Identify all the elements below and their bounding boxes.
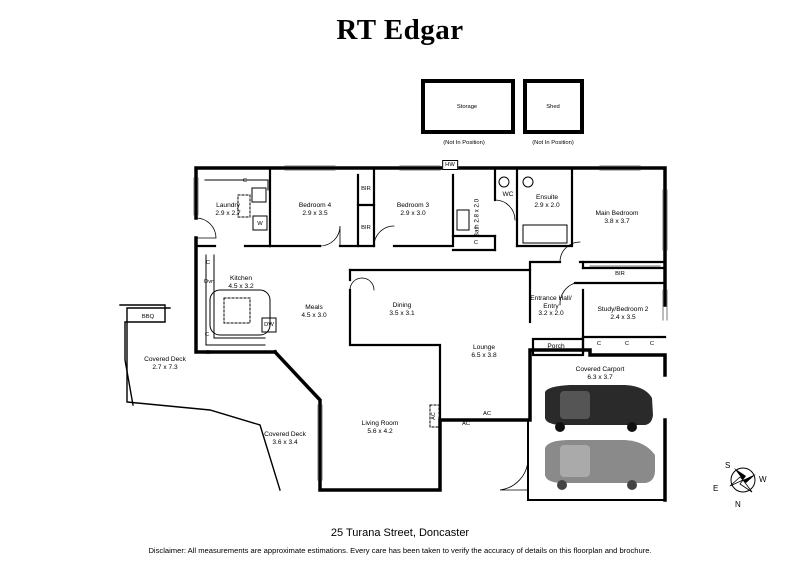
ensuite-label: Ensuite 2.9 x 2.0 (534, 194, 559, 210)
compass-icon (708, 458, 768, 518)
compass-w: W (759, 475, 767, 484)
kitchen-cupboard-top: C (205, 260, 211, 266)
wc-label: WC (502, 191, 514, 198)
study-cupboard-3: C (649, 341, 655, 347)
bedroom3-size: 2.9 x 3.0 (400, 210, 426, 217)
kitchen-benches (205, 254, 277, 346)
deck1-size: 2.7 x 7.3 (152, 364, 178, 371)
lounge-label: Lounge 6.5 x 3.8 (471, 344, 496, 360)
deck2-label: Covered Deck 3.6 x 3.4 (264, 431, 306, 447)
porch-label: Porch (547, 343, 565, 350)
bir-label-bed3b: BIR (361, 225, 371, 231)
bath-label: Bath 2.8 x 2.0 (474, 199, 481, 237)
deck1-label: Covered Deck 2.7 x 7.3 (144, 356, 186, 372)
shed-outline (523, 79, 584, 134)
compass-e: E (713, 484, 719, 493)
main-bedroom-size: 3.8 x 3.7 (604, 218, 630, 225)
bath-size: 2.8 x 2.0 (473, 198, 481, 223)
study-cupboard-2: C (624, 341, 630, 347)
disclaimer-text: Disclaimer: All measurements are approxi… (148, 546, 652, 555)
deck2-size: 3.6 x 3.4 (272, 439, 298, 446)
carport-size: 6.3 x 3.7 (587, 374, 613, 381)
study-name: Study/Bedroom 2 (597, 306, 649, 313)
carport-label: Covered Carport 6.3 x 3.7 (576, 366, 625, 382)
laundry-cupboard-label: C (242, 178, 248, 184)
dining-label: Dining 3.5 x 3.1 (389, 302, 414, 318)
shed-label: Shed (546, 104, 560, 110)
dining-name: Dining (392, 302, 412, 309)
bir-label-bed3: BIR (361, 186, 371, 192)
shed-note: (Not In Position) (532, 140, 574, 146)
living-label: Living Room 5.6 x 4.2 (362, 420, 399, 436)
carport-name: Covered Carport (575, 366, 625, 373)
kitchen-label: Kitchen 4.5 x 3.2 (228, 275, 253, 291)
meals-size: 4.5 x 3.0 (301, 312, 327, 319)
laundry-label: Laundry 2.9 x 2.7 (215, 202, 240, 218)
interior-walls (194, 166, 667, 422)
ac-units (429, 404, 481, 428)
bbq-label: BBQ (141, 314, 155, 320)
hw-label: HW (442, 160, 458, 170)
main-bedroom-label: Main Bedroom 3.8 x 3.7 (596, 210, 639, 226)
main-bedroom-name: Main Bedroom (595, 210, 639, 217)
compass-n: N (735, 500, 741, 509)
car-black-icon (545, 385, 653, 432)
decks (119, 304, 301, 491)
entrance-size: 3.2 x 2.0 (538, 309, 564, 317)
oven-label: Ovn (203, 279, 215, 285)
bath-cupboard-label: C (473, 240, 479, 246)
ensuite-size: 2.9 x 2.0 (534, 202, 560, 209)
living-size: 5.6 x 4.2 (367, 428, 393, 435)
bedroom4-size: 2.9 x 3.5 (302, 210, 328, 217)
car-grey-icon (545, 440, 655, 490)
washer-label: W (257, 221, 263, 227)
living-name: Living Room (361, 420, 399, 427)
ac-label-1: AC (461, 421, 471, 427)
compass-s: S (725, 461, 731, 470)
kitchen-name: Kitchen (229, 275, 252, 282)
ac-label-3: AC (431, 412, 437, 420)
storage-label: Storage (456, 104, 478, 110)
property-address: 25 Turana Street, Doncaster (330, 527, 470, 539)
laundry-name: Laundry (216, 202, 240, 209)
kitchen-cupboard-bottom: C (204, 332, 210, 338)
entrance-label: Entrance Hall/ Entry 3.2 x 2.0 (528, 295, 574, 318)
dining-size: 3.5 x 3.1 (389, 310, 415, 317)
storage-outline (421, 79, 515, 134)
lounge-size: 6.5 x 3.8 (471, 352, 497, 359)
entrance-name: Entrance Hall/ Entry (530, 294, 572, 310)
bir-label-main: BIR (615, 271, 625, 277)
storage-note: (Not In Position) (443, 140, 485, 146)
bathroom-fixtures (456, 176, 568, 244)
study-cupboard-1: C (596, 341, 602, 347)
meals-name: Meals (305, 304, 323, 311)
bedroom3-label: Bedroom 3 2.9 x 3.0 (397, 202, 429, 218)
doors (195, 199, 581, 491)
dishwasher-label: DW (264, 322, 274, 328)
ensuite-name: Ensuite (535, 194, 558, 201)
windows (193, 165, 668, 481)
bath-name: Bath (473, 224, 481, 238)
laundry-fixtures (204, 179, 269, 231)
brand-logo: RT Edgar (336, 14, 464, 46)
meals-label: Meals 4.5 x 3.0 (301, 304, 326, 320)
lounge-name: Lounge (472, 344, 496, 351)
bedroom4-name: Bedroom 4 (298, 202, 332, 209)
deck2-name: Covered Deck (264, 431, 306, 438)
ac-label-2: AC (482, 411, 492, 417)
bedroom4-label: Bedroom 4 2.9 x 3.5 (299, 202, 331, 218)
study-label: Study/Bedroom 2 2.4 x 3.5 (598, 306, 649, 322)
laundry-size: 2.9 x 2.7 (215, 210, 241, 217)
deck1-name: Covered Deck (144, 356, 186, 363)
kitchen-size: 4.5 x 3.2 (228, 283, 254, 290)
study-size: 2.4 x 3.5 (610, 314, 636, 321)
bedroom3-name: Bedroom 3 (396, 202, 430, 209)
